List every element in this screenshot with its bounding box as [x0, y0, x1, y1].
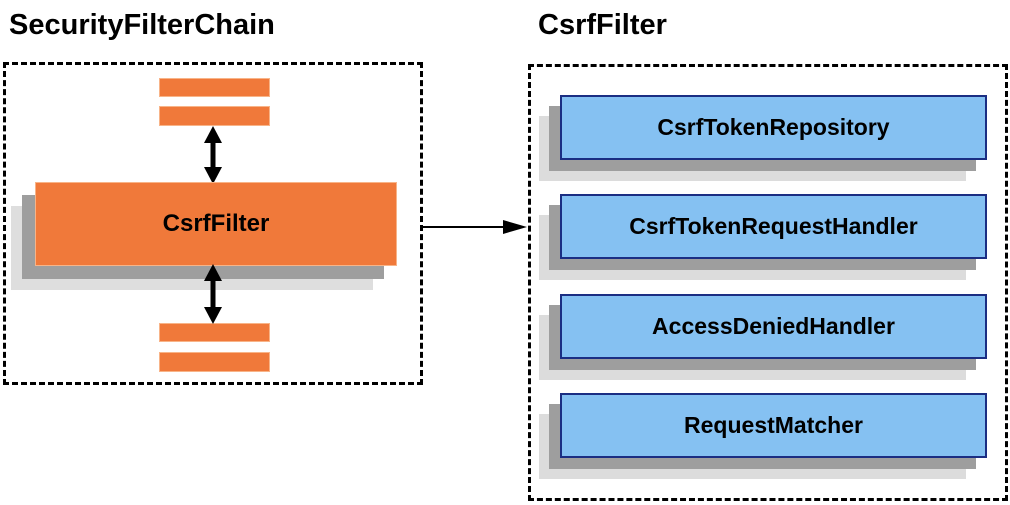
csrf-filter-box-label: CsrfFilter	[162, 210, 270, 237]
bidirectional-arrow-icon	[204, 264, 222, 324]
security-filter-chain-title: SecurityFilterChain	[9, 9, 275, 41]
filter-bar	[159, 78, 270, 97]
csrf-filter-box: CsrfFilter	[35, 182, 397, 266]
csrf-filter-container	[528, 64, 1008, 501]
security-filter-chain-container	[3, 62, 423, 385]
component-label: RequestMatcher	[684, 412, 863, 438]
filter-bar	[159, 106, 270, 126]
component-box-csrf-token-request-handler: CsrfTokenRequestHandler	[560, 194, 987, 259]
bidirectional-arrow-icon	[204, 126, 222, 184]
component-box-csrf-token-repository: CsrfTokenRepository	[560, 95, 987, 160]
filter-bar	[159, 323, 270, 342]
flow-arrow-icon	[423, 220, 527, 234]
component-label: CsrfTokenRequestHandler	[629, 213, 918, 239]
component-box-request-matcher: RequestMatcher	[560, 393, 987, 458]
component-label: CsrfTokenRepository	[657, 114, 890, 140]
filter-bar	[159, 352, 270, 372]
component-label: AccessDeniedHandler	[652, 313, 895, 339]
component-box-access-denied-handler: AccessDeniedHandler	[560, 294, 987, 359]
csrf-filter-title: CsrfFilter	[538, 9, 667, 41]
